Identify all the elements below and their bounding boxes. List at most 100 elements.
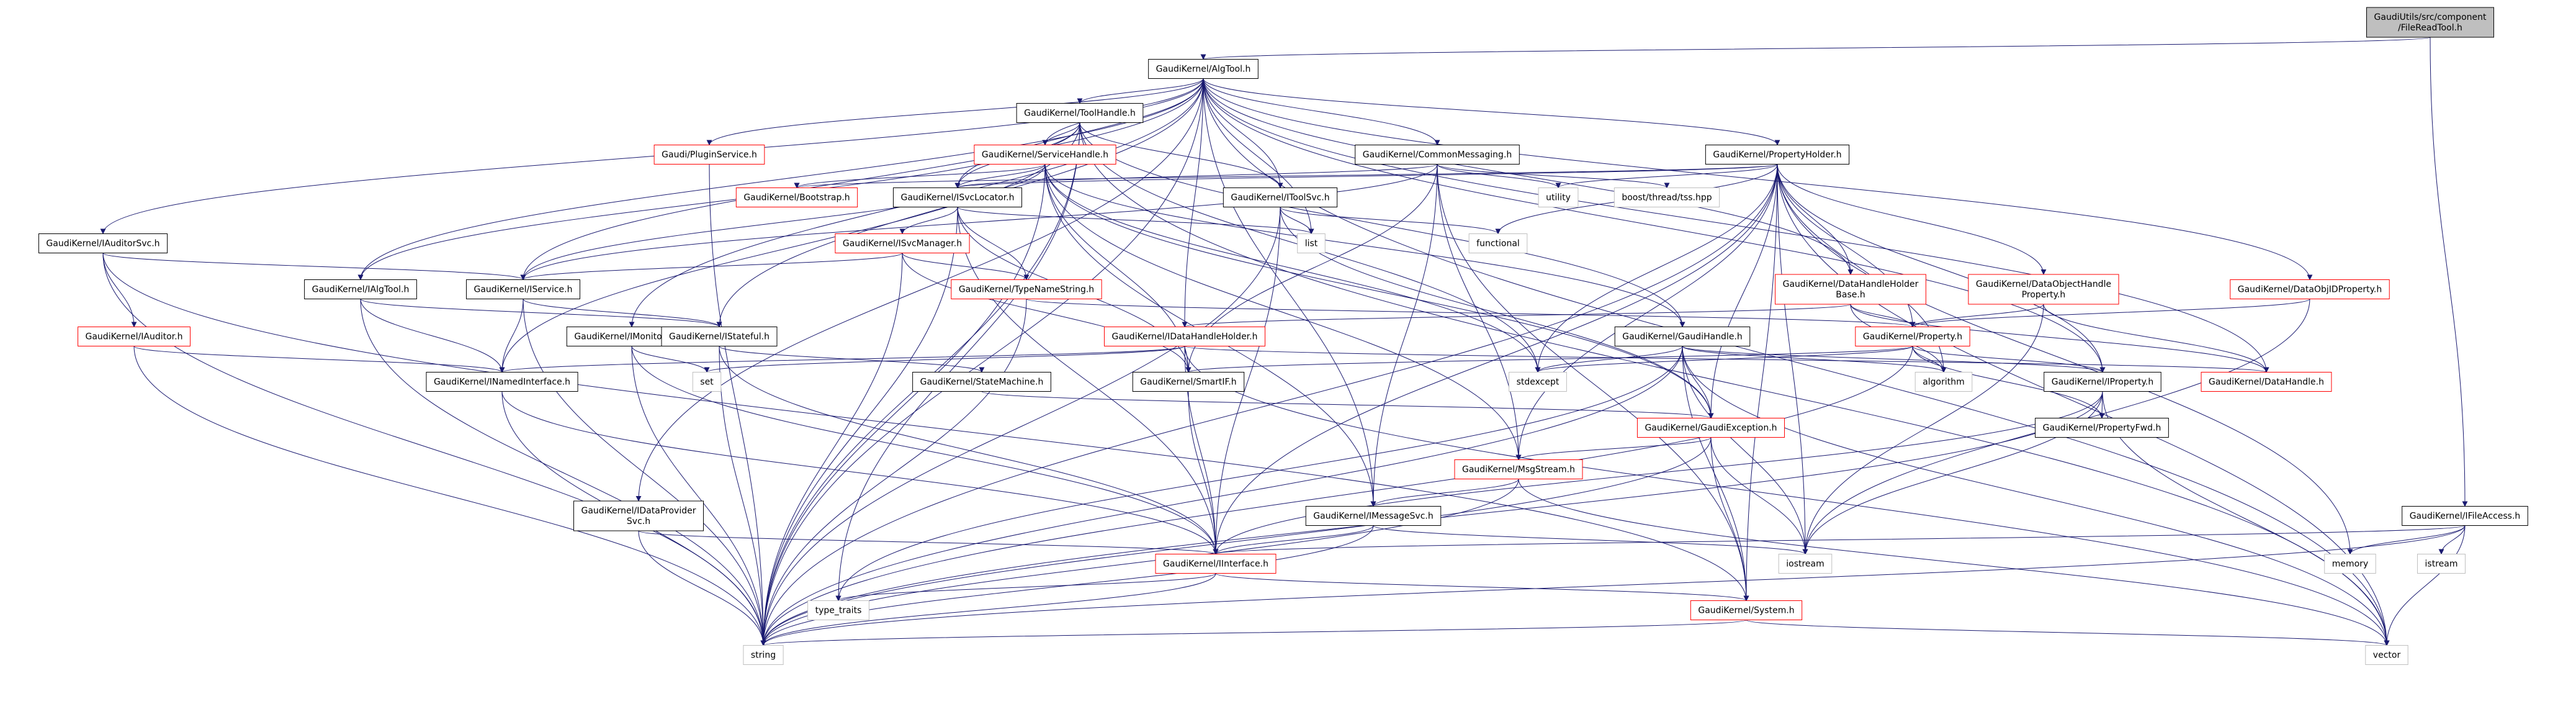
node-isvcmanager[interactable]: GaudiKernel/ISvcManager.h (835, 233, 970, 253)
node-iproperty[interactable]: GaudiKernel/IProperty.h (2044, 372, 2161, 392)
node-msgstream[interactable]: GaudiKernel/MsgStream.h (1454, 459, 1583, 479)
node-box (1538, 187, 1579, 207)
node-smartif[interactable]: GaudiKernel/SmartIF.h (1132, 372, 1245, 392)
edge-itoolsvc-to-functional (1280, 207, 1501, 235)
node-vector[interactable]: vector (2365, 645, 2408, 665)
node-iauditor[interactable]: GaudiKernel/IAuditor.h (78, 327, 191, 346)
edge-commonmessaging-to-boostthread (1437, 164, 1670, 189)
node-propertyholder[interactable]: GaudiKernel/PropertyHolder.h (1705, 145, 1850, 165)
node-pluginservice[interactable]: Gaudi/PluginService.h (653, 145, 765, 165)
node-label: GaudiKernel/IDataProvider (581, 506, 696, 516)
node-itoolsvc[interactable]: GaudiKernel/IToolSvc.h (1223, 187, 1338, 207)
node-inamedinterface[interactable]: GaudiKernel/INamedInterface.h (426, 372, 578, 392)
node-box (78, 327, 191, 346)
edge-smartif-to-iinterface (1188, 391, 1219, 555)
edge-isvclocator-to-string (760, 207, 958, 646)
edge-datahandleholderbase-to-property (1850, 304, 1916, 328)
node-gaudiexception[interactable]: GaudiKernel/GaudiException.h (1636, 418, 1785, 438)
edge-servicehandle-to-bootstrap (794, 164, 1046, 189)
node-iostream[interactable]: iostream (1778, 554, 1833, 574)
node-statemachine[interactable]: GaudiKernel/StateMachine.h (912, 372, 1051, 392)
node-set[interactable]: set (692, 372, 722, 392)
edge-iauditorsvc-to-iauditor (102, 253, 137, 328)
node-label: GaudiKernel/DataObjectHandle (1976, 279, 2111, 289)
node-istream[interactable]: istream (2417, 554, 2466, 574)
node-label: boost/thread/tss.hpp (1622, 193, 1712, 203)
edge-gaudihandle-to-typetraits (835, 346, 1683, 602)
node-toolhandle[interactable]: GaudiKernel/ToolHandle.h (1016, 103, 1144, 123)
node-label: GaudiKernel/MsgStream.h (1462, 465, 1575, 475)
node-system[interactable]: GaudiKernel/System.h (1690, 600, 1803, 620)
node-iinterface[interactable]: GaudiKernel/IInterface.h (1155, 554, 1277, 574)
edge-itoolsvc-to-list (1280, 207, 1314, 235)
node-ifileaccess[interactable]: GaudiKernel/IFileAccess.h (2402, 506, 2528, 526)
node-label: Svc.h (627, 517, 650, 526)
edge-gaudihandle-to-string (760, 346, 1683, 646)
node-box (426, 372, 578, 392)
node-idatahandleholder[interactable]: GaudiKernel/IDataHandleHolder.h (1104, 327, 1265, 346)
edge-system-to-vector (1746, 620, 2390, 646)
node-algorithm[interactable]: algorithm (1914, 372, 1973, 392)
node-imessagesvc[interactable]: GaudiKernel/IMessageSvc.h (1305, 506, 1442, 526)
edge-ifileaccess-to-memory (2347, 525, 2466, 555)
node-bootstrap[interactable]: GaudiKernel/Bootstrap.h (735, 187, 858, 207)
edge-imonitorsvc-to-iinterface (631, 346, 1219, 555)
node-isvclocator[interactable]: GaudiKernel/ISvcLocator.h (892, 187, 1023, 207)
node-utility[interactable]: utility (1538, 187, 1579, 207)
edge-servicehandle-to-gaudihandle (1044, 164, 1685, 328)
edge-algtool-to-iproperty (1203, 78, 2106, 373)
edge-algtool-to-imessagesvc (1203, 78, 1376, 507)
node-algtool[interactable]: GaudiKernel/AlgTool.h (1148, 59, 1259, 79)
node-iauditorsvc[interactable]: GaudiKernel/IAuditorSvc.h (38, 233, 168, 253)
node-box (1914, 372, 1973, 392)
node-stdexcept[interactable]: stdexcept (1509, 372, 1567, 392)
edge-dataobjecthandleproperty-to-property (1910, 304, 2044, 328)
node-typetraits[interactable]: type_traits (807, 600, 869, 620)
node-memory[interactable]: memory (2324, 554, 2376, 574)
edge-commonmessaging-to-system (1437, 164, 1749, 602)
node-propertyfwd[interactable]: GaudiKernel/PropertyFwd.h (2035, 418, 2169, 438)
edge-idatahandleholder-to-vector (1184, 346, 2390, 646)
node-istateful[interactable]: GaudiKernel/IStateful.h (661, 327, 778, 346)
node-label: functional (1476, 239, 1520, 249)
node-commonmessaging[interactable]: GaudiKernel/CommonMessaging.h (1355, 145, 1520, 165)
node-root[interactable]: GaudiUtils/src/component/FileReadTool.h (2366, 7, 2494, 38)
edge-propertyholder-to-memory (1777, 164, 2353, 555)
node-label: GaudiKernel/IService.h (474, 285, 573, 295)
node-typenamestring[interactable]: GaudiKernel/TypeNameString.h (951, 279, 1102, 299)
node-iservice[interactable]: GaudiKernel/IService.h (466, 279, 580, 299)
node-functional[interactable]: functional (1468, 233, 1528, 253)
node-box (653, 145, 765, 165)
edge-isvcmanager-to-string (760, 253, 903, 646)
node-label: algorithm (1923, 377, 1965, 387)
node-servicehandle[interactable]: GaudiKernel/ServiceHandle.h (974, 145, 1116, 165)
node-box (1509, 372, 1567, 392)
node-string[interactable]: string (743, 645, 784, 665)
edge-imonitorsvc-to-string (631, 346, 766, 646)
edge-propertyholder-to-iinterface (1213, 164, 1778, 555)
node-box (2201, 372, 2332, 392)
edge-itoolsvc-to-iinterface (1213, 207, 1281, 555)
node-property[interactable]: GaudiKernel/Property.h (1855, 327, 1970, 346)
edge-iauditor-to-string (133, 346, 766, 646)
edge-statemachine-to-gaudiexception (981, 391, 1714, 419)
edge-servicehandle-to-isvclocator (954, 164, 1046, 189)
edge-idatahandleholder-to-inamedinterface (499, 346, 1185, 373)
node-box (1778, 554, 1833, 574)
node-list[interactable]: list (1297, 233, 1326, 253)
node-box (1297, 233, 1326, 253)
node-label: GaudiKernel/ToolHandle.h (1024, 109, 1136, 119)
node-dataobjidproperty[interactable]: GaudiKernel/DataObjIDProperty.h (2230, 279, 2390, 299)
node-datahandle[interactable]: GaudiKernel/DataHandle.h (2201, 372, 2332, 392)
header-nodes: GaudiUtils/src/component/FileReadTool.hG… (38, 7, 2528, 665)
node-label: GaudiKernel/Property.h (1863, 332, 1962, 342)
edge-idataprovidersvc-to-iinterface (638, 530, 1219, 555)
node-gaudihandle[interactable]: GaudiKernel/GaudiHandle.h (1614, 327, 1751, 346)
edge-system-to-string (761, 620, 1747, 646)
node-ialgtool[interactable]: GaudiKernel/IAlgTool.h (304, 279, 417, 299)
node-boostthread[interactable]: boost/thread/tss.hpp (1613, 187, 1720, 207)
